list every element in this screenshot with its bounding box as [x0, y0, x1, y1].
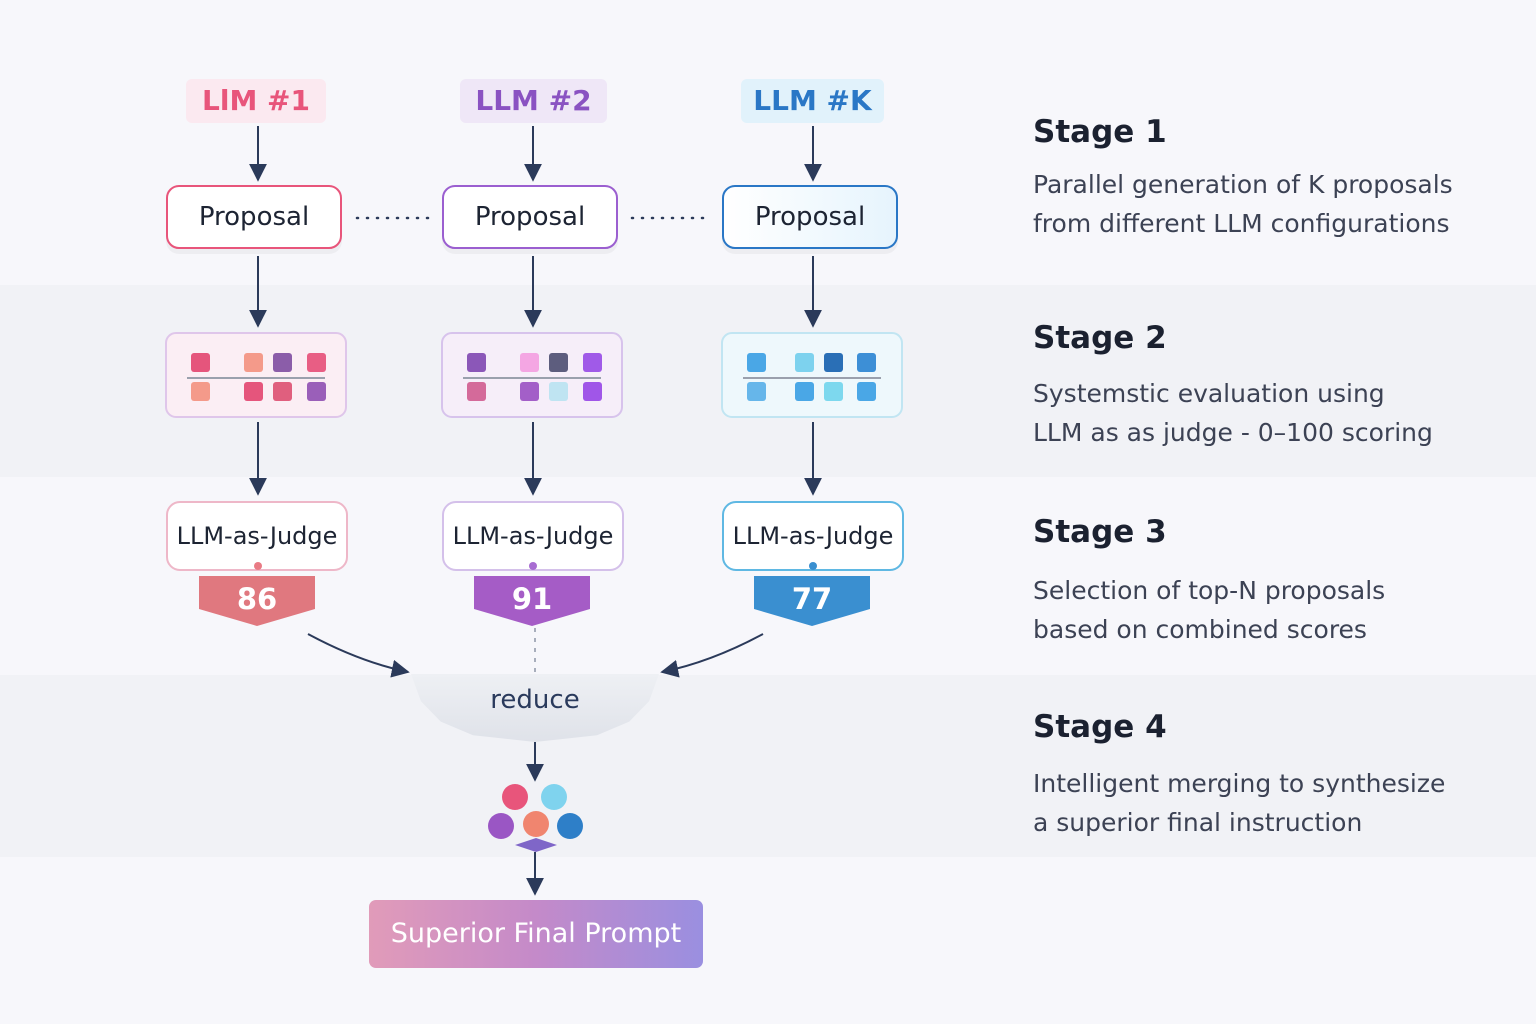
merge-node [523, 811, 549, 837]
eval-cell [824, 353, 843, 372]
eval-cell [549, 382, 568, 401]
stage3-description: Selection of top-N proposals based on co… [1033, 571, 1503, 649]
eval-cell [273, 353, 292, 372]
stage1-description: Parallel generation of K proposals from … [1033, 165, 1503, 243]
stage2-title: Stage 2 [1033, 320, 1167, 356]
stage3-title: Stage 3 [1033, 514, 1167, 550]
llm2-label: LLM #2 [460, 79, 607, 123]
judge-connector-dot [529, 562, 537, 570]
arrow-scorek-reduce [660, 633, 764, 678]
eval-cell [857, 382, 876, 401]
merge-node [541, 784, 567, 810]
judge-k: LLM-as-Judge [722, 501, 904, 571]
stage1-desc-line: Parallel generation of K proposals [1033, 170, 1453, 199]
merge-node [502, 784, 528, 810]
merge-cluster-icon [486, 782, 586, 854]
eval-divider [743, 377, 881, 379]
eval-cell [191, 353, 210, 372]
stage2-description: Systemstic evaluation using LLM as as ju… [1033, 374, 1503, 452]
eval-cell [307, 353, 326, 372]
merge-node [488, 813, 514, 839]
stage1-title: Stage 1 [1033, 114, 1167, 150]
stage4-description: Intelligent merging to synthesize a supe… [1033, 764, 1503, 842]
eval-cell [520, 382, 539, 401]
eval-cell [520, 353, 539, 372]
eval-divider [187, 377, 325, 379]
judge-2: LLM-as-Judge [442, 501, 624, 571]
evaluation-grid-k [721, 332, 903, 418]
eval-cell [747, 353, 766, 372]
eval-cell [824, 382, 843, 401]
evaluation-grid-1 [165, 332, 347, 418]
output-band [0, 857, 1536, 1024]
stage3-desc-line: based on combined scores [1033, 615, 1367, 644]
stage4-title: Stage 4 [1033, 709, 1167, 745]
eval-cell [795, 382, 814, 401]
proposal-2: Proposal [442, 185, 618, 249]
eval-cell [583, 382, 602, 401]
eval-cell [273, 382, 292, 401]
judge-connector-dot [809, 562, 817, 570]
final-prompt-box: Superior Final Prompt [369, 900, 703, 968]
eval-cell [244, 382, 263, 401]
score-badge-1: 86 [199, 576, 315, 626]
eval-cell [467, 353, 486, 372]
arrow-score1-reduce [307, 633, 410, 678]
eval-cell [244, 353, 263, 372]
stage2-desc-line: LLM as as judge - 0–100 scoring [1033, 418, 1433, 447]
stage1-desc-line: from different LLM configurations [1033, 209, 1450, 238]
eval-cell [583, 353, 602, 372]
eval-cell [467, 382, 486, 401]
eval-cell [795, 353, 814, 372]
judge-connector-dot [254, 562, 262, 570]
llmk-label: LLM #K [741, 79, 884, 123]
eval-cell [857, 353, 876, 372]
stage3-desc-line: Selection of top-N proposals [1033, 576, 1386, 605]
eval-cell [307, 382, 326, 401]
eval-cell [747, 382, 766, 401]
judge-1: LLM-as-Judge [166, 501, 348, 571]
eval-cell [549, 353, 568, 372]
merge-base [515, 838, 557, 852]
proposal-k: Proposal [722, 185, 898, 249]
stage4-desc-line: a superior final instruction [1033, 808, 1363, 837]
stage2-desc-line: Systemstic evaluation using [1033, 379, 1385, 408]
eval-divider [463, 377, 601, 379]
eval-cell [191, 382, 210, 401]
proposal-1: Proposal [166, 185, 342, 249]
stage4-band [0, 675, 1536, 857]
merge-node [557, 813, 583, 839]
stage4-desc-line: Intelligent merging to synthesize [1033, 769, 1446, 798]
llm1-label: LlM #1 [186, 79, 326, 123]
evaluation-grid-2 [441, 332, 623, 418]
